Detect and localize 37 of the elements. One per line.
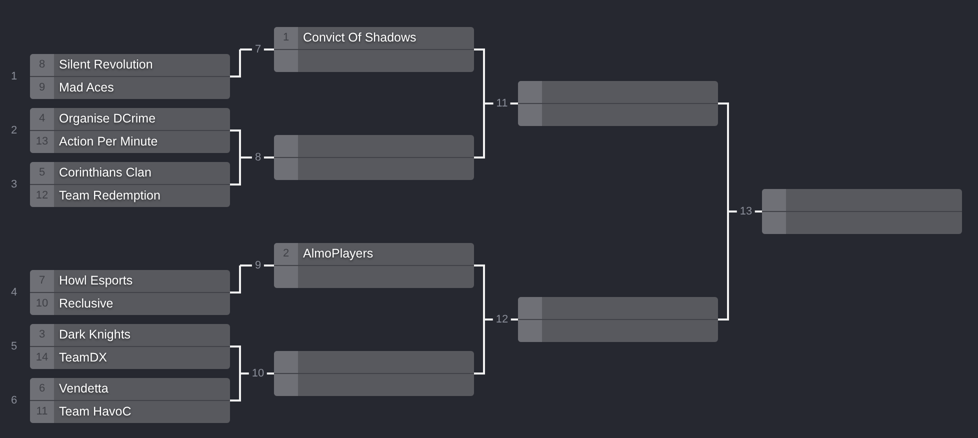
team-name: Organise DCrime	[59, 112, 156, 126]
team-name: Vendetta	[59, 382, 108, 396]
bracket-line	[473, 48, 519, 158]
match-card	[30, 270, 230, 315]
team-name: Dark Knights	[59, 328, 131, 342]
team-name: Action Per Minute	[59, 134, 158, 150]
match-card	[30, 378, 230, 423]
match-number: 8	[252, 151, 264, 164]
match-card	[518, 297, 718, 342]
team-name: Corinthians Clan	[59, 166, 152, 180]
bracket-line	[229, 264, 275, 294]
match-card	[30, 162, 230, 207]
bracket-line	[229, 346, 275, 402]
match-card	[762, 189, 962, 234]
team-name: TeamDX	[59, 350, 107, 366]
team-name: Silent Revolution	[59, 58, 153, 72]
match-number: 13	[736, 205, 756, 218]
match-card	[30, 108, 230, 153]
bracket-line	[473, 264, 519, 374]
team-name: Convict Of Shadows	[303, 30, 416, 46]
match-card	[518, 81, 718, 126]
team-name: AlmoPlayers	[303, 246, 374, 262]
match-card	[30, 324, 230, 369]
bracket-line	[229, 48, 275, 78]
match-card	[274, 243, 474, 288]
match-card	[30, 54, 230, 99]
team-name: Howl Esports	[59, 274, 133, 288]
team-name: Mad Aces	[59, 80, 114, 96]
match-number: 9	[252, 259, 264, 272]
match-card	[274, 27, 474, 72]
match-number: 10	[248, 367, 268, 380]
match-card	[274, 351, 474, 396]
team-name: Team HavoC	[59, 404, 132, 420]
team-name: Team Redemption	[59, 188, 160, 204]
bracket-line	[717, 102, 763, 320]
team-name: Reclusive	[59, 296, 114, 312]
match-card	[274, 135, 474, 180]
